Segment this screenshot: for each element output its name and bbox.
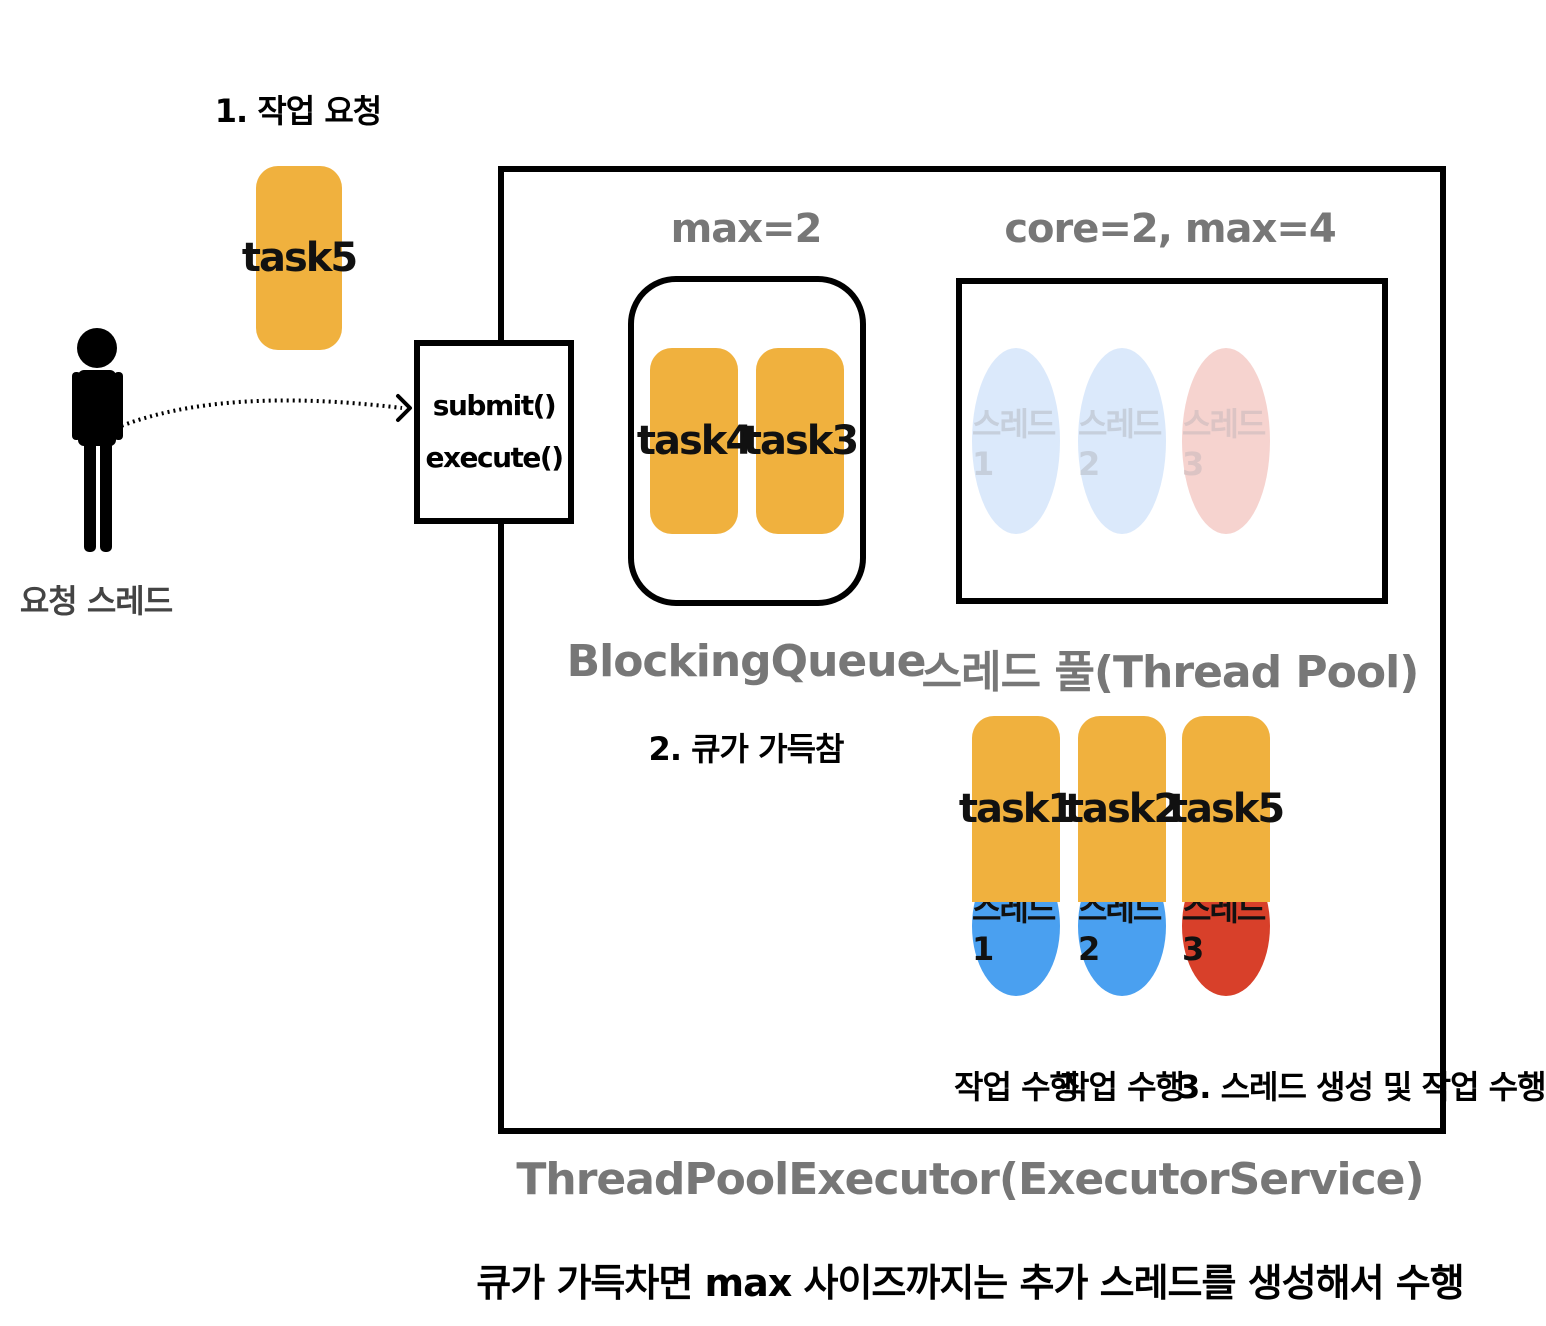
running-task: task1 xyxy=(959,716,1075,902)
step1-label: 1. 작업 요청 xyxy=(214,92,382,130)
running-stack: 스레드3 task5 xyxy=(1169,716,1285,1056)
execute-method: execute() xyxy=(425,441,564,474)
running-stack: 스레드2 task2 xyxy=(1065,716,1181,1056)
pool-name: 스레드 풀(Thread Pool) xyxy=(921,647,1420,698)
running-status: 작업 수행 xyxy=(1060,1068,1185,1106)
queue-capacity: max=2 xyxy=(670,206,823,252)
idle-thread: 스레드2 xyxy=(1078,348,1166,534)
running-stack: 스레드1 task1 xyxy=(959,716,1075,1056)
executor-api-box[interactable]: submit() execute() xyxy=(414,340,574,524)
running-status: 3. 스레드 생성 및 작업 수행 xyxy=(1178,1068,1546,1106)
running-task: task5 xyxy=(1169,716,1285,902)
request-task-card: task5 xyxy=(242,166,358,350)
idle-thread: 스레드3 xyxy=(1182,348,1270,534)
caption: 큐가 가득차면 max 사이즈까지는 추가 스레드를 생성해서 수행 xyxy=(476,1261,1464,1305)
running-task: task2 xyxy=(1065,716,1181,902)
thread-pool-box xyxy=(956,278,1388,604)
submit-method: submit() xyxy=(432,389,557,422)
queue-task: task3 xyxy=(743,348,859,534)
pool-size: core=2, max=4 xyxy=(1004,206,1336,252)
step2-label: 2. 큐가 가득참 xyxy=(648,730,845,768)
running-status: 작업 수행 xyxy=(954,1068,1079,1106)
requester-label: 요청 스레드 xyxy=(19,582,173,620)
request-arrow xyxy=(115,394,412,430)
person-icon xyxy=(72,328,123,552)
blocking-queue xyxy=(628,276,866,606)
queue-name: BlockingQueue xyxy=(566,636,927,687)
executor-name: ThreadPoolExecutor(ExecutorService) xyxy=(516,1154,1424,1205)
idle-thread: 스레드1 xyxy=(972,348,1060,534)
queue-task: task4 xyxy=(637,348,753,534)
